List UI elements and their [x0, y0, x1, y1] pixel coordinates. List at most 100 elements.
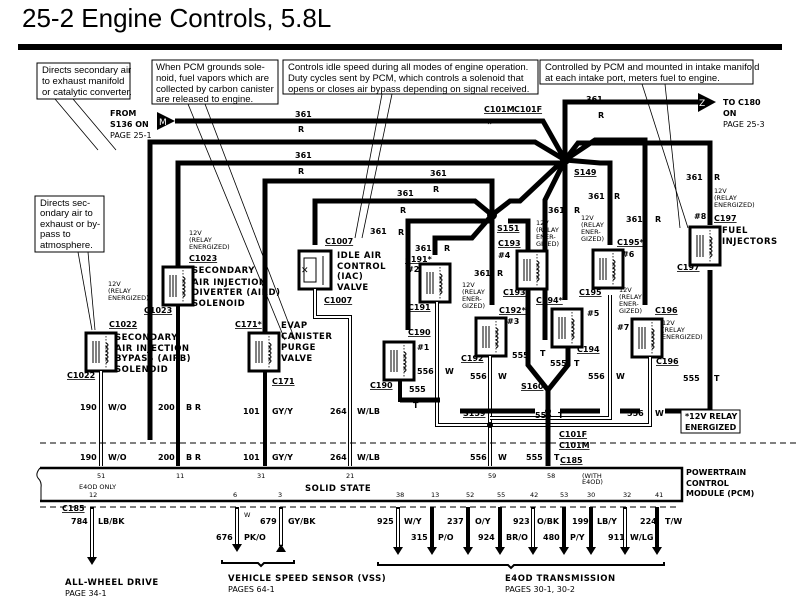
svg-text:GIZED): GIZED)	[619, 307, 642, 315]
svg-text:12V: 12V	[714, 187, 727, 195]
arrow-icon	[87, 557, 97, 565]
svg-text:30: 30	[587, 491, 595, 499]
svg-text:12V: 12V	[536, 219, 549, 227]
c101m-label: C101M	[484, 105, 515, 114]
splice-s159-label: S159	[463, 409, 486, 418]
arrow-icon	[463, 547, 473, 555]
svg-text:C1007: C1007	[324, 296, 352, 305]
svg-text:ENERGIZED: ENERGIZED	[685, 423, 737, 432]
title-rule	[18, 44, 782, 50]
svg-text:924: 924	[478, 533, 495, 542]
svg-text:R: R	[497, 269, 503, 278]
svg-text:#6: #6	[622, 250, 635, 259]
svg-text:ENERGIZED): ENERGIZED)	[108, 294, 149, 302]
svg-text:SOLENOID: SOLENOID	[115, 365, 168, 375]
svg-text:12V: 12V	[619, 286, 632, 294]
svg-text:INJECTORS: INJECTORS	[722, 237, 778, 247]
evap-valve: C171* EVAP CANISTER PURGE VALVE C171	[235, 320, 332, 386]
injector-2: C191* #2 C191	[405, 255, 452, 312]
svg-text:11: 11	[176, 472, 184, 480]
svg-text:CONTROL: CONTROL	[686, 479, 729, 488]
note-injectors: Controlled by PCM and mounted in intake …	[539, 59, 759, 229]
upper-wire-labels: 190 W/O 190 W/O 200 B R 200 B R 101 GY/Y…	[80, 349, 720, 462]
svg-text:200: 200	[158, 403, 175, 412]
c185-lower-label: C185	[62, 504, 85, 513]
arrow-icon	[495, 547, 505, 555]
svg-text:W: W	[498, 372, 507, 381]
svg-text:R: R	[714, 173, 720, 182]
svg-text:#4: #4	[498, 251, 511, 260]
svg-text:T/W: T/W	[665, 517, 682, 526]
svg-text:(WITH: (WITH	[582, 472, 602, 480]
destination-braces	[221, 560, 665, 570]
injector-4: 12V (RELAY ENER- GIZED) C193 #4 C193	[498, 219, 559, 297]
svg-text:O/Y: O/Y	[475, 517, 491, 526]
arrow-icon	[427, 547, 437, 555]
svg-text:361: 361	[548, 206, 565, 215]
svg-text:52: 52	[466, 491, 474, 499]
splice-s149-label: S149	[574, 168, 597, 177]
svg-text:(RELAY: (RELAY	[536, 226, 559, 234]
arrow-icon	[620, 547, 630, 555]
svg-text:W/LB: W/LB	[357, 453, 380, 462]
svg-text:DIVERTER (AIRD): DIVERTER (AIRD)	[192, 288, 281, 298]
svg-text:W: W	[655, 409, 664, 418]
svg-text:361: 361	[686, 173, 703, 182]
svg-text:pass to: pass to	[40, 229, 71, 240]
svg-text:GY/BK: GY/BK	[288, 517, 316, 526]
from-arrow-icon	[157, 112, 175, 130]
svg-text:ENER-: ENER-	[462, 295, 482, 303]
svg-text:T: T	[413, 401, 419, 410]
svg-text:ALL-WHEEL DRIVE: ALL-WHEEL DRIVE	[65, 578, 159, 588]
svg-text:923: 923	[513, 517, 530, 526]
svg-text:MODULE (PCM): MODULE (PCM)	[686, 489, 754, 498]
svg-text:AIR INJECTION: AIR INJECTION	[192, 278, 267, 288]
svg-text:P/Y: P/Y	[570, 533, 585, 542]
svg-text:676: 676	[216, 533, 233, 542]
svg-text:B R: B R	[186, 453, 201, 462]
arrow-icon	[232, 544, 242, 552]
svg-text:264: 264	[330, 453, 347, 462]
note-evap: When PCM grounds sole- noid, fuel vapors…	[151, 59, 296, 341]
from-reference: FROM S136 ON PAGE 25-1 M	[110, 109, 175, 140]
svg-text:190: 190	[80, 453, 97, 462]
svg-text:T: T	[554, 453, 560, 462]
svg-text:#8: #8	[694, 212, 707, 221]
svg-text:at each intake port, meters fu: at each intake port, meters fuel to engi…	[545, 73, 720, 84]
svg-text:784: 784	[71, 517, 88, 526]
svg-text:(RELAY: (RELAY	[108, 287, 131, 295]
svg-text:Directs sec-: Directs sec-	[40, 198, 90, 209]
svg-text:PAGES 64-1: PAGES 64-1	[228, 585, 275, 594]
svg-text:VALVE: VALVE	[337, 283, 369, 293]
svg-text:101: 101	[243, 407, 260, 416]
svg-text:#1: #1	[417, 343, 430, 352]
svg-text:224: 224	[640, 517, 657, 526]
svg-text:556: 556	[417, 367, 434, 376]
c185-upper-label: C185	[560, 456, 583, 465]
svg-text:R: R	[598, 111, 604, 120]
svg-text:199: 199	[572, 517, 589, 526]
splice-s151-label: S151	[497, 224, 520, 233]
svg-text:W: W	[498, 453, 507, 462]
arrow-icon	[586, 547, 596, 555]
svg-text:or catalytic converter.: or catalytic converter.	[42, 87, 132, 98]
svg-text:264: 264	[330, 407, 347, 416]
svg-text:are released to engine.: are released to engine.	[156, 94, 253, 105]
svg-text:SECONDARY: SECONDARY	[192, 266, 255, 276]
svg-text:13: 13	[431, 491, 439, 499]
c101f-lower-label: C101F	[559, 430, 587, 439]
svg-text:(IAC): (IAC)	[337, 272, 363, 282]
svg-text:51: 51	[97, 472, 105, 480]
injector-6: 12V (RELAY ENER- GIZED) C195* #6 C195 12…	[579, 214, 645, 315]
svg-text:E4OD ONLY: E4OD ONLY	[79, 483, 116, 491]
svg-text:361: 361	[295, 110, 312, 119]
svg-text:12V: 12V	[662, 319, 675, 327]
svg-text:R: R	[298, 125, 304, 134]
airb-solenoid: 12V (RELAY ENERGIZED) C1022 C1022 SECOND…	[67, 280, 191, 380]
svg-text:21: 21	[346, 472, 354, 480]
svg-text:E4OD): E4OD)	[582, 478, 603, 486]
svg-text:Duty cycles sent by PCM, which: Duty cycles sent by PCM, which controls …	[288, 73, 524, 84]
svg-text:555: 555	[409, 385, 426, 394]
svg-text:W: W	[244, 511, 251, 519]
injector-3: 12V (RELAY ENER- GIZED) C192* #3 C192	[461, 281, 527, 363]
